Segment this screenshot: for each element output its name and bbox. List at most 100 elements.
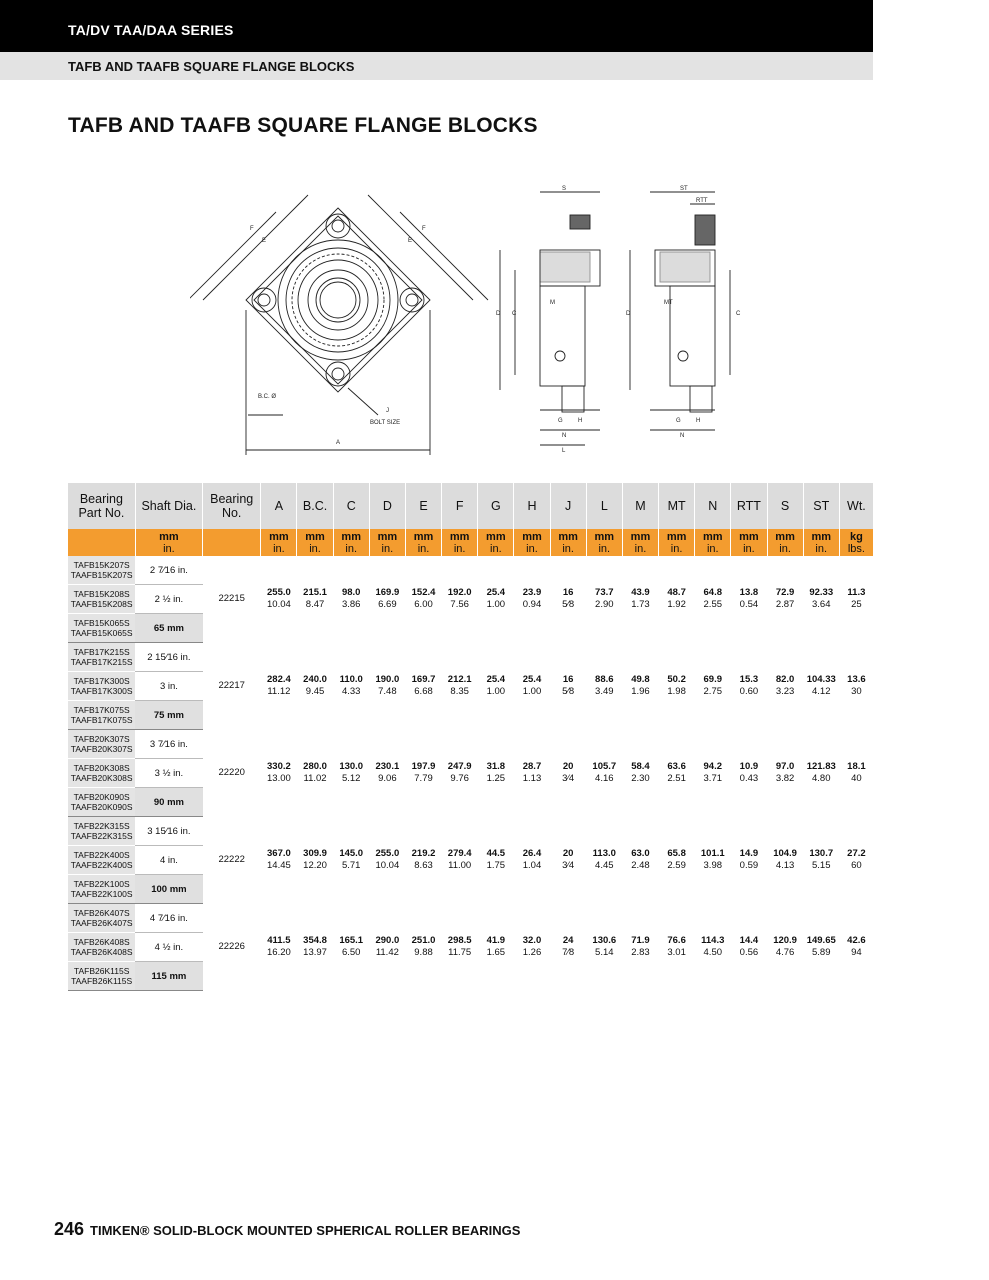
shaft-dia-cell: 90 mm bbox=[135, 787, 203, 817]
col-bearing-header: Bearing No. bbox=[202, 483, 262, 529]
label-a: A bbox=[336, 440, 340, 446]
unit-blank bbox=[202, 529, 262, 556]
label-f2: F bbox=[422, 226, 426, 232]
shaft-dia-cell: 4 7⁄16 in. bbox=[135, 903, 203, 933]
dimensions-table: Bearing Part No. Shaft Dia. Bearing No. … bbox=[68, 483, 875, 991]
flange-block-drawing: F E F E B.C. Ø J BOLT SIZE A S ST RTT D … bbox=[190, 186, 741, 455]
footer-text: TIMKEN® SOLID-BLOCK MOUNTED SPHERICAL RO… bbox=[90, 1223, 521, 1238]
label-st: ST bbox=[680, 186, 688, 192]
label-n: N bbox=[562, 433, 566, 439]
col-header: ST bbox=[803, 483, 840, 529]
col-header: M bbox=[622, 483, 660, 529]
label-bc: B.C. Ø bbox=[258, 394, 276, 400]
col-header: H bbox=[513, 483, 551, 529]
shaft-dia-cell: 3 7⁄16 in. bbox=[135, 729, 203, 759]
header-row: Bearing Part No. Shaft Dia. Bearing No. … bbox=[68, 483, 875, 529]
label-e: E bbox=[262, 238, 266, 244]
label-d: D bbox=[496, 311, 501, 317]
col-header: N bbox=[694, 483, 732, 529]
unit-mm: mm bbox=[159, 530, 179, 543]
shaft-dia-cell: 2 7⁄16 in. bbox=[135, 556, 203, 585]
bearing-number-cell: 22222 bbox=[218, 854, 245, 865]
bearing-number-cell: 22217 bbox=[218, 680, 245, 691]
shaft-dia-cell: 3 ½ in. bbox=[135, 758, 203, 788]
label-g: G bbox=[558, 418, 563, 424]
label-bolt-size: BOLT SIZE bbox=[370, 420, 400, 426]
shaft-dia-cell: 75 mm bbox=[135, 700, 203, 730]
shaft-dia-cell: 4 in. bbox=[135, 845, 203, 875]
col-header: S bbox=[767, 483, 804, 529]
label-mt: MT bbox=[664, 300, 673, 306]
unit-in: in. bbox=[163, 542, 175, 555]
bearing-number-cell: 22215 bbox=[218, 593, 245, 605]
side-view-taafb bbox=[629, 191, 731, 431]
front-view bbox=[190, 194, 489, 455]
